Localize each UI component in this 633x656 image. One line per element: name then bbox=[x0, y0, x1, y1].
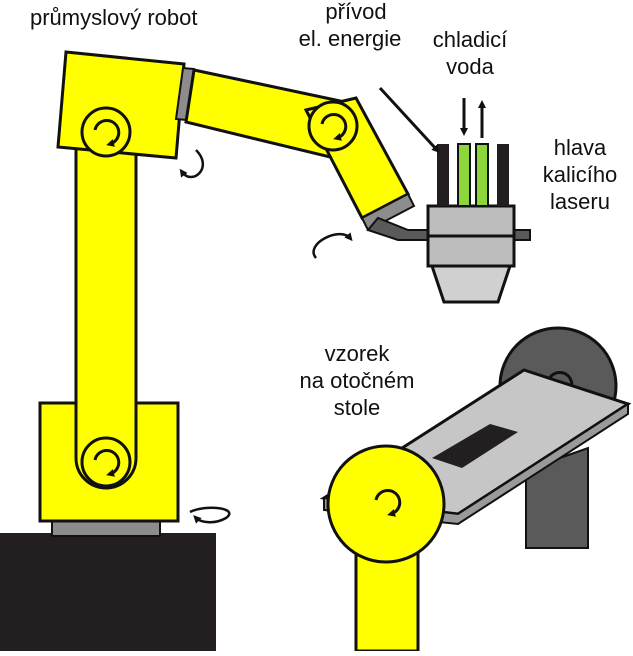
laser-head-ring bbox=[426, 234, 516, 268]
sample-label-line3: stole bbox=[333, 395, 381, 420]
laser-head-label: hlava kalicího laseru bbox=[530, 134, 630, 215]
shoulder-rotation-icon bbox=[93, 118, 121, 147]
shoulder-twist-arrow-icon bbox=[179, 149, 204, 179]
robot-label: průmyslový robot bbox=[30, 5, 198, 30]
sample-label-line2: na otočném bbox=[299, 368, 415, 393]
laser-head-label-line2: kalicího bbox=[542, 162, 618, 187]
robot-base bbox=[0, 533, 216, 651]
power-label-line1: přívod bbox=[325, 0, 387, 24]
water-label: chladicí voda bbox=[420, 26, 520, 80]
water-label-line1: chladicí bbox=[432, 27, 508, 52]
front-motor-disc bbox=[326, 444, 446, 564]
base-pivot-rotation-icon bbox=[93, 448, 121, 477]
power-label: přívod el. energie bbox=[296, 0, 416, 52]
laser-head-body bbox=[426, 204, 516, 238]
base-twist-arrow-icon bbox=[189, 506, 231, 524]
cooling-pipe-left bbox=[457, 143, 471, 207]
front-motor-rotation-icon bbox=[374, 488, 402, 517]
sample-label-line1: vzorek bbox=[324, 341, 390, 366]
sample-label: vzorek na otočném stole bbox=[282, 340, 432, 421]
power-cable-right bbox=[497, 144, 509, 206]
power-label-line2: el. energie bbox=[298, 26, 402, 51]
rotary-table bbox=[319, 326, 632, 653]
water-label-line2: voda bbox=[446, 54, 494, 79]
cooling-pipe-right bbox=[475, 143, 489, 207]
elbow-rotation-icon bbox=[320, 112, 348, 141]
laser-nozzle bbox=[429, 264, 513, 304]
base-pivot bbox=[80, 436, 132, 488]
rear-support bbox=[525, 446, 589, 549]
laser-head-label-line1: hlava bbox=[553, 135, 607, 160]
power-cable-left bbox=[437, 144, 449, 206]
laser-head-label-line3: laseru bbox=[550, 189, 610, 214]
laser-head bbox=[366, 86, 531, 304]
shoulder-pivot bbox=[80, 106, 132, 158]
robot-vertical-arm bbox=[74, 100, 138, 490]
power-leader-arrow-icon bbox=[378, 86, 440, 153]
wrist-twist-arrow-icon bbox=[312, 232, 353, 259]
elbow-joint bbox=[307, 100, 359, 152]
sample-piece bbox=[432, 424, 518, 468]
